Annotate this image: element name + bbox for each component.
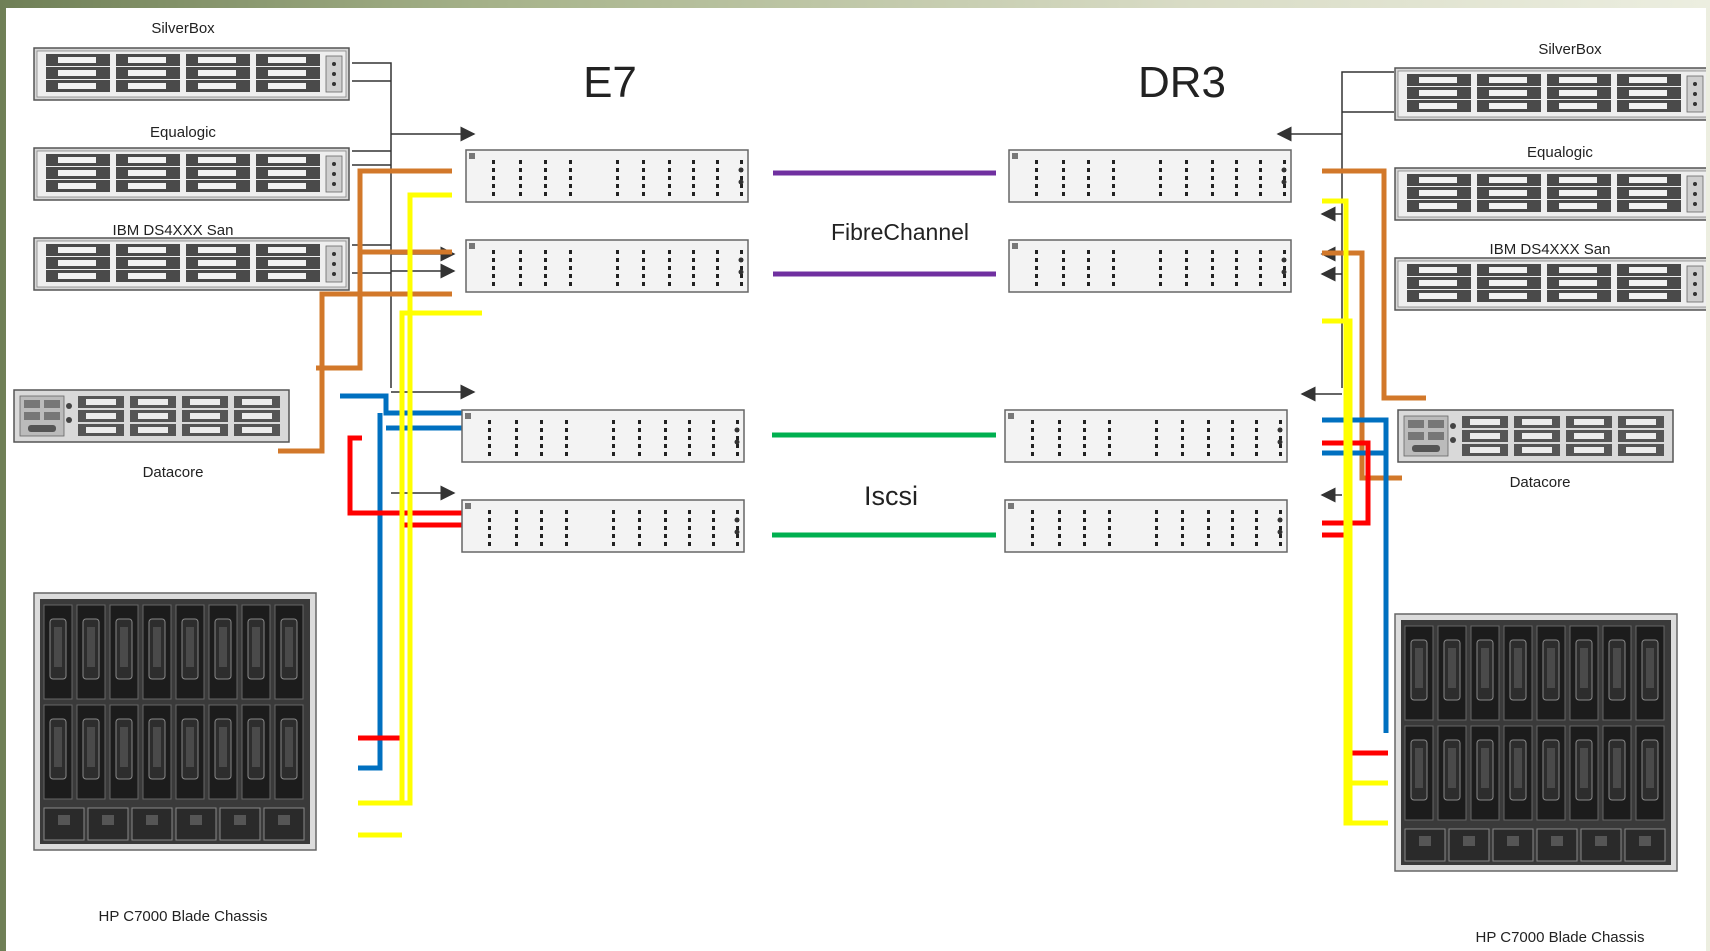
right-red-cables <box>1322 440 1388 756</box>
right-ibm-label: IBM DS4XXX San <box>1490 241 1611 258</box>
e7-iscsi-switch-1-icon <box>462 410 744 462</box>
right-datacore-label: Datacore <box>1510 474 1571 491</box>
e7-fibre-switch-1-icon <box>466 150 748 202</box>
right-chassis-label: HP C7000 Blade Chassis <box>1476 929 1645 946</box>
right-datacore-server-icon <box>1398 410 1673 462</box>
left-blade-chassis-icon <box>34 593 316 850</box>
right-equalogic-array-icon <box>1395 168 1706 220</box>
dr3-heading: DR3 <box>1138 58 1226 107</box>
e7-heading: E7 <box>583 58 637 107</box>
left-orange-cables <box>278 168 452 454</box>
right-yellow-cables <box>1322 198 1388 826</box>
right-equalogic-label: Equalogic <box>1527 144 1593 161</box>
left-equalogic-array-icon <box>34 148 349 200</box>
dr3-iscsi-switch-2-icon <box>1005 500 1287 552</box>
right-silverbox-label: SilverBox <box>1538 41 1602 58</box>
left-chassis-label: HP C7000 Blade Chassis <box>99 908 268 925</box>
left-silverbox-label: SilverBox <box>151 20 215 37</box>
right-blade-chassis-icon <box>1395 614 1677 871</box>
left-blue-cables <box>340 393 462 771</box>
left-silverbox-array-icon <box>34 48 349 100</box>
network-diagram: E7 DR3 FibreChannel Iscsi SilverBox Equa… <box>6 20 1706 946</box>
left-datacore-label: Datacore <box>143 464 204 481</box>
left-yellow-cables <box>358 192 482 838</box>
fibrechannel-label: FibreChannel <box>831 219 969 245</box>
dr3-fibre-switch-1-icon <box>1009 150 1291 202</box>
right-silverbox-array-icon <box>1395 68 1706 120</box>
left-ibm-san-array-icon <box>34 238 349 290</box>
diagram-canvas: E7 DR3 FibreChannel Iscsi SilverBox Equa… <box>6 8 1706 951</box>
dr3-fibre-switch-2-icon <box>1009 240 1291 292</box>
right-arrow-connectors <box>1276 71 1394 503</box>
e7-iscsi-switch-2-icon <box>462 500 744 552</box>
dr3-iscsi-switch-1-icon <box>1005 410 1287 462</box>
right-orange-cables <box>1322 168 1426 481</box>
left-ibm-label: IBM DS4XXX San <box>113 222 234 239</box>
right-blue-cables <box>1322 417 1389 733</box>
e7-fibre-switch-2-icon <box>466 240 748 292</box>
left-datacore-server-icon <box>14 390 289 442</box>
right-ibm-san-array-icon <box>1395 258 1706 310</box>
left-red-cables <box>347 435 462 741</box>
iscsi-label: Iscsi <box>864 481 918 511</box>
left-equalogic-label: Equalogic <box>150 124 216 141</box>
